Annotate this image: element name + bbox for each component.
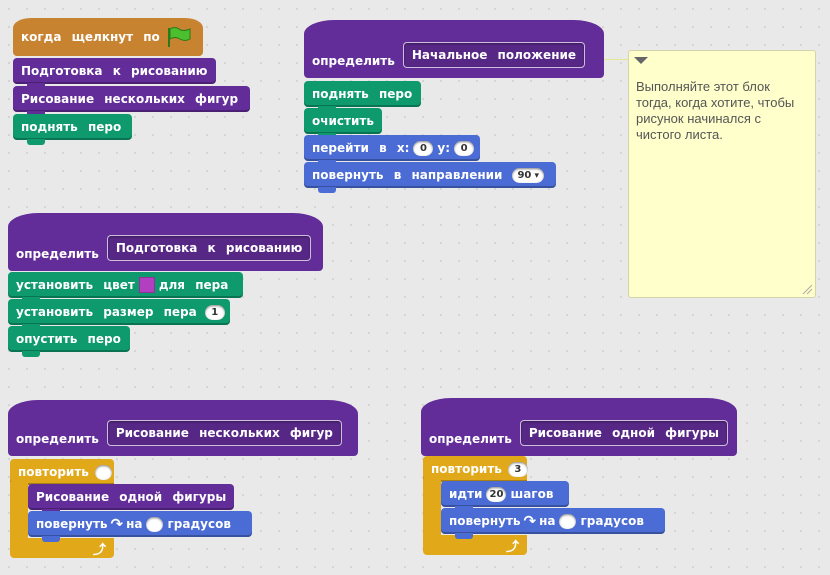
turn-label: повернуть: [449, 514, 521, 528]
define-label: определить: [16, 247, 99, 261]
pen-down-block[interactable]: опустить перо: [8, 326, 130, 357]
repeat-count-input[interactable]: [94, 464, 112, 480]
pen-up-label: поднять перо: [21, 120, 122, 134]
define-prepare-drawing-block[interactable]: определить Подготовка к рисованию: [8, 213, 323, 271]
turn-suffix-label: градусов: [580, 514, 644, 528]
green-flag-icon: [167, 27, 191, 47]
call-draw-shapes-label: Рисование нескольких фигур: [21, 92, 239, 106]
define-label: определить: [312, 54, 395, 68]
define-label: определить: [16, 432, 99, 446]
define-label: определить: [429, 432, 512, 446]
define-one-name: Рисование одной фигуры: [519, 420, 729, 446]
collapse-triangle-icon[interactable]: [634, 57, 648, 64]
repeat-label: повторить: [18, 465, 89, 479]
point-direction-label: повернуть в направлении: [312, 168, 503, 182]
call-prepare-drawing-label: Подготовка к рисованию: [21, 64, 208, 78]
goto-xy-block[interactable]: перейти в x: 0 y: 0: [304, 135, 480, 166]
direction-dropdown[interactable]: 90: [512, 167, 544, 183]
turn-right-block[interactable]: повернуть ↷ на градусов: [28, 511, 252, 542]
move-suffix-label: шагов: [510, 487, 554, 501]
goto-x-input[interactable]: 0: [413, 140, 434, 156]
goto-label: перейти в x:: [312, 141, 410, 155]
define-start-position-block[interactable]: определить Начальное положение: [304, 20, 604, 78]
repeat-c-footer: ⤴: [10, 538, 114, 558]
set-pen-size-label: установить размер пера: [16, 305, 197, 319]
goto-y-label: y:: [437, 141, 451, 155]
pen-size-input[interactable]: 1: [204, 304, 225, 320]
move-steps-input[interactable]: 20: [486, 486, 507, 502]
turn-on-label: на: [126, 517, 143, 531]
repeat-three-block[interactable]: повторить 3: [423, 456, 528, 482]
loop-arrow-icon: ⤴: [92, 543, 106, 558]
define-prepare-name: Подготовка к рисованию: [106, 235, 312, 261]
call-prepare-drawing-block[interactable]: Подготовка к рисованию: [13, 58, 216, 89]
set-pen-color-suffix: для пера: [158, 278, 229, 292]
turn-degrees-input[interactable]: [146, 516, 164, 532]
repeat-label: повторить: [431, 462, 502, 476]
set-pen-color-block[interactable]: установить цвет для пера: [8, 272, 243, 303]
goto-y-input[interactable]: 0: [454, 140, 475, 156]
start-pen-up-label: поднять перо: [312, 87, 413, 101]
call-draw-one-block[interactable]: Рисование одной фигуры: [28, 484, 234, 515]
pen-down-label: опустить перо: [16, 332, 121, 346]
comment-note[interactable]: Выполняйте этот блок тогда, когда хотите…: [628, 50, 816, 298]
rotate-clockwise-icon: ↷: [523, 512, 537, 530]
call-draw-shapes-block[interactable]: Рисование нескольких фигур: [13, 86, 250, 117]
turn-label: повернуть: [36, 517, 108, 531]
turn-right-one-block[interactable]: повернуть ↷ на градусов: [441, 508, 665, 539]
when-flag-clicked-label: когда щелкнут по: [21, 30, 160, 44]
define-draw-one-block[interactable]: определить Рисование одной фигуры: [421, 398, 737, 456]
loop-arrow-icon: ⤴: [505, 540, 519, 555]
set-pen-color-label: установить цвет: [16, 278, 135, 292]
pen-color-swatch[interactable]: [138, 277, 155, 293]
define-start-name: Начальное положение: [402, 42, 586, 68]
clear-label: очистить: [312, 114, 374, 128]
define-draw-shapes-block[interactable]: определить Рисование нескольких фигур: [8, 400, 358, 456]
turn-on-label: на: [539, 514, 556, 528]
move-label: идти: [449, 487, 483, 501]
comment-text: Выполняйте этот блок тогда, когда хотите…: [636, 79, 795, 142]
when-flag-clicked-block[interactable]: когда щелкнут по: [13, 18, 203, 56]
repeat-c-arm: [10, 482, 28, 542]
pen-up-block[interactable]: поднять перо: [13, 114, 132, 145]
move-steps-block[interactable]: идти 20 шагов: [441, 481, 569, 512]
repeat-three-c-arm: [423, 479, 441, 539]
turn-suffix-label: градусов: [167, 517, 231, 531]
start-pen-up-block[interactable]: поднять перо: [304, 81, 421, 112]
repeat-three-input[interactable]: 3: [507, 461, 528, 477]
call-draw-one-label: Рисование одной фигуры: [36, 490, 227, 504]
repeat-block[interactable]: повторить: [10, 459, 114, 485]
clear-block[interactable]: очистить: [304, 108, 382, 139]
define-shapes-name: Рисование нескольких фигур: [106, 420, 342, 446]
resize-handle-icon[interactable]: [801, 283, 813, 295]
repeat-three-c-footer: ⤴: [423, 535, 527, 555]
comment-connector: [604, 59, 630, 60]
point-direction-block[interactable]: повернуть в направлении 90: [304, 162, 556, 193]
rotate-clockwise-icon: ↷: [110, 515, 124, 533]
set-pen-size-block[interactable]: установить размер пера 1: [8, 299, 230, 330]
turn-degrees-input[interactable]: [559, 513, 577, 529]
